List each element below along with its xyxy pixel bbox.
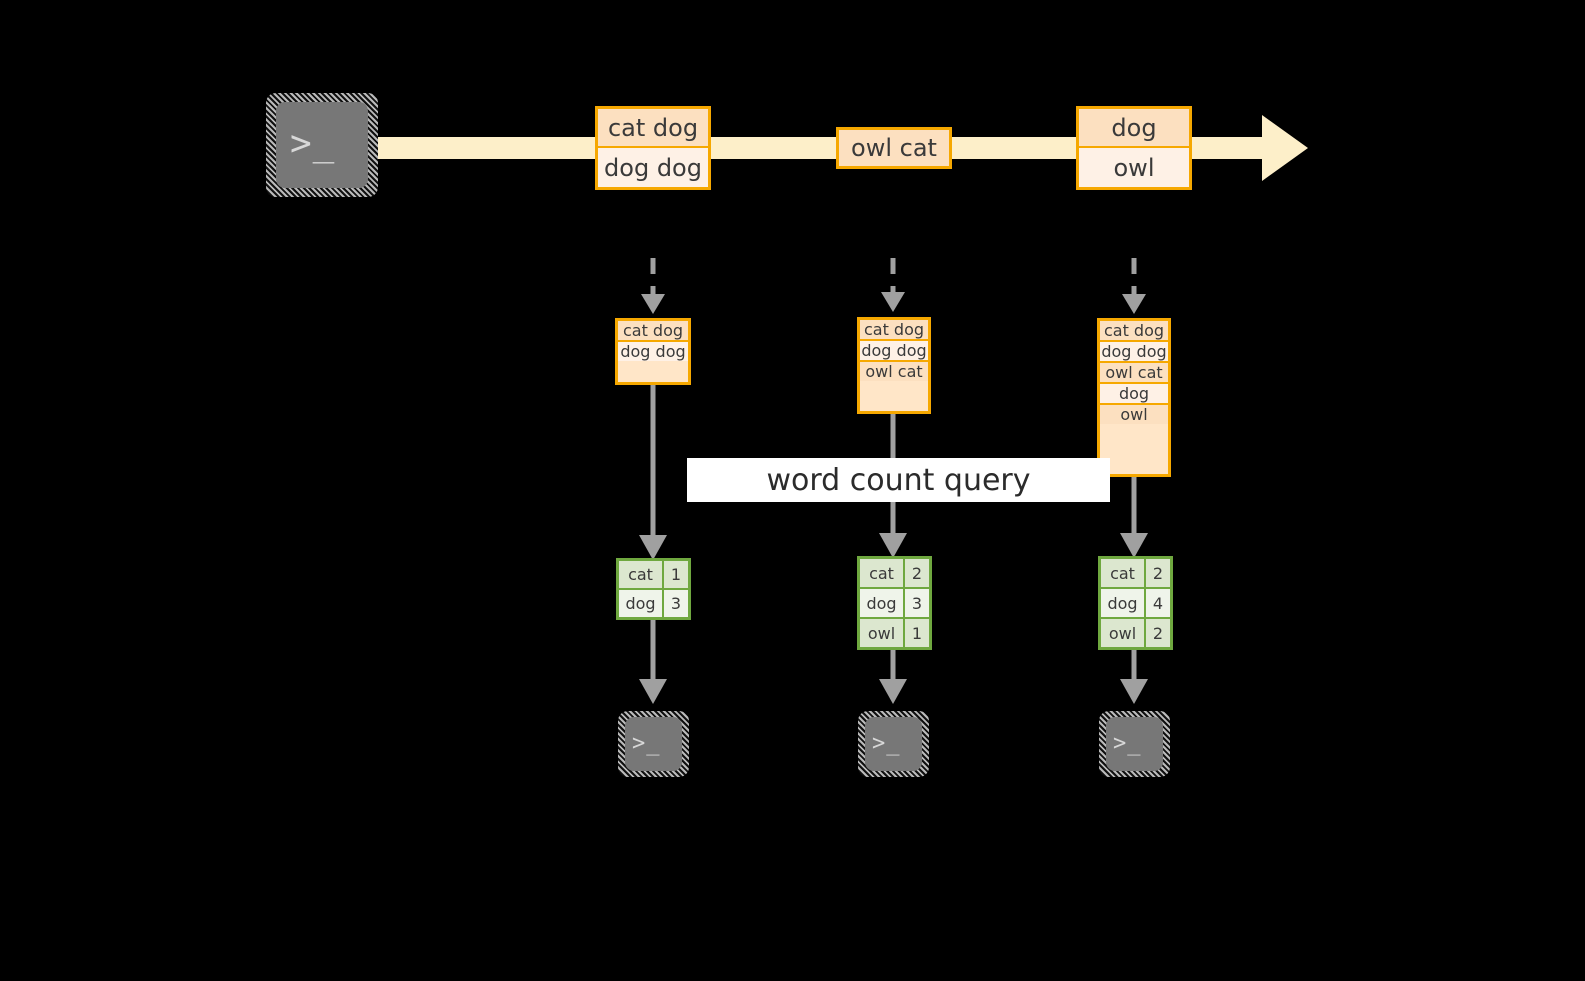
result-word: dog	[1101, 589, 1146, 617]
snapshot-line: cat dog	[1100, 321, 1168, 342]
result-word: cat	[860, 559, 905, 587]
result-row: cat 1	[619, 561, 688, 590]
snapshot-line: owl	[1100, 405, 1168, 424]
result-row: cat 2	[860, 559, 929, 589]
source-terminal-icon[interactable]: >_	[266, 93, 378, 197]
result-count: 4	[1146, 589, 1170, 617]
sink-terminal-icon-3[interactable]: >_	[1099, 711, 1170, 777]
terminal-prompt-glyph: >_	[872, 731, 901, 756]
dashed-arrowhead-3	[1122, 294, 1146, 314]
result-word: dog	[619, 590, 664, 617]
terminal-body	[865, 717, 922, 771]
result-count: 1	[664, 561, 688, 588]
query-arrowhead-1	[639, 535, 667, 560]
query-arrowhead-2	[879, 533, 907, 558]
snapshot-stack-3[interactable]: cat dog dog dog owl cat dog owl	[1097, 318, 1171, 477]
result-row: owl 1	[860, 619, 929, 647]
result-row: dog 3	[619, 590, 688, 617]
query-arrowhead-3	[1120, 533, 1148, 558]
result-word: owl	[1101, 619, 1146, 647]
result-count: 2	[905, 559, 929, 587]
result-table-1[interactable]: cat 1 dog 3	[616, 558, 691, 620]
result-count: 2	[1146, 559, 1170, 587]
dashed-arrowhead-1	[641, 294, 665, 314]
snapshot-line: dog dog	[860, 341, 928, 362]
snapshot-line: dog dog	[618, 342, 688, 361]
result-word: cat	[1101, 559, 1146, 587]
stream-event-line: cat dog	[598, 109, 708, 149]
result-row: dog 4	[1101, 589, 1170, 619]
result-count: 3	[905, 589, 929, 617]
snapshot-stack-1[interactable]: cat dog dog dog	[615, 318, 691, 385]
terminal-prompt-glyph: >_	[632, 731, 661, 756]
result-table-3[interactable]: cat 2 dog 4 owl 2	[1098, 556, 1173, 650]
sink-arrowhead-2	[879, 679, 907, 704]
snapshot-line: cat dog	[860, 320, 928, 341]
result-word: dog	[860, 589, 905, 617]
stream-event-box-1[interactable]: cat dog dog dog	[595, 106, 711, 190]
result-count: 2	[1146, 619, 1170, 647]
result-row: owl 2	[1101, 619, 1170, 647]
snapshot-stack-2[interactable]: cat dog dog dog owl cat	[857, 317, 931, 414]
stream-event-box-2[interactable]: owl cat	[836, 127, 952, 169]
word-count-query-label: word count query	[687, 458, 1110, 502]
dashed-arrowhead-2	[881, 292, 905, 312]
terminal-prompt-glyph: >_	[290, 123, 336, 164]
result-word: owl	[860, 619, 905, 647]
terminal-body	[276, 102, 368, 188]
result-row: cat 2	[1101, 559, 1170, 589]
snapshot-line: dog	[1100, 384, 1168, 405]
result-row: dog 3	[860, 589, 929, 619]
snapshot-line: cat dog	[618, 321, 688, 342]
snapshot-line: dog dog	[1100, 342, 1168, 363]
terminal-prompt-glyph: >_	[1113, 731, 1142, 756]
sink-arrowhead-1	[639, 679, 667, 704]
stream-event-line: dog dog	[598, 148, 708, 187]
terminal-body	[1106, 717, 1163, 771]
stream-event-line: owl cat	[839, 130, 949, 166]
result-table-2[interactable]: cat 2 dog 3 owl 1	[857, 556, 932, 650]
sink-arrowhead-3	[1120, 679, 1148, 704]
sink-terminal-icon-1[interactable]: >_	[618, 711, 689, 777]
result-count: 1	[905, 619, 929, 647]
result-count: 3	[664, 590, 688, 617]
stream-event-box-3[interactable]: dog owl	[1076, 106, 1192, 190]
stream-event-line: owl	[1079, 148, 1189, 187]
snapshot-line: owl cat	[1100, 363, 1168, 384]
snapshot-line: owl cat	[860, 362, 928, 381]
sink-terminal-icon-2[interactable]: >_	[858, 711, 929, 777]
terminal-body	[625, 717, 682, 771]
stream-event-line: dog	[1079, 109, 1189, 149]
result-word: cat	[619, 561, 664, 588]
banner-text: word count query	[766, 462, 1031, 498]
